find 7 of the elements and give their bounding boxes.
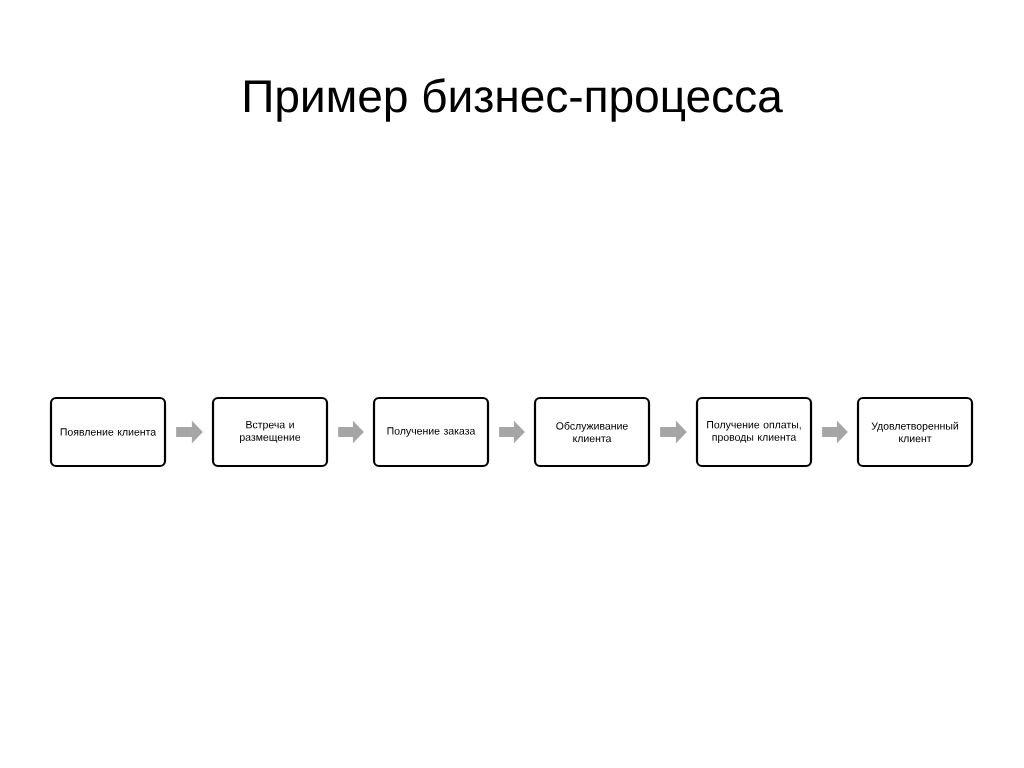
- process-box: Получение оплаты, проводы клиента: [695, 396, 813, 468]
- process-box: Получение заказа: [372, 396, 490, 468]
- process-box: Обслуживание клиента: [533, 396, 651, 468]
- process-box: Появление клиента: [49, 396, 167, 468]
- process-box: Встреча и размещение: [211, 396, 329, 468]
- process-box: Удовлетворенный клиент: [856, 396, 974, 468]
- slide-title: Пример бизнес-процесса: [245, 78, 783, 122]
